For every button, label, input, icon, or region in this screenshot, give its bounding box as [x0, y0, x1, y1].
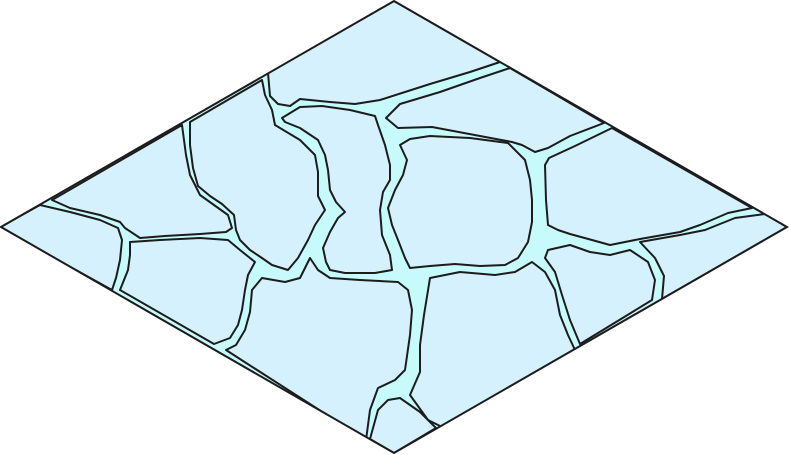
ice-slab-left-upper	[51, 124, 233, 239]
ice-slab-upper-left-center	[189, 79, 326, 271]
ice-slab-center	[387, 135, 533, 269]
ice-slab-bottom-center-right	[409, 261, 576, 428]
ice-slab-left-middle	[119, 237, 256, 345]
ice-slab-bottom-center-left	[225, 257, 413, 441]
ice-slab-center-left	[281, 105, 393, 274]
ice-slab-upper-right	[385, 67, 605, 153]
ice-slab-right-lower	[544, 244, 656, 345]
ice-slab-far-right	[544, 127, 753, 246]
